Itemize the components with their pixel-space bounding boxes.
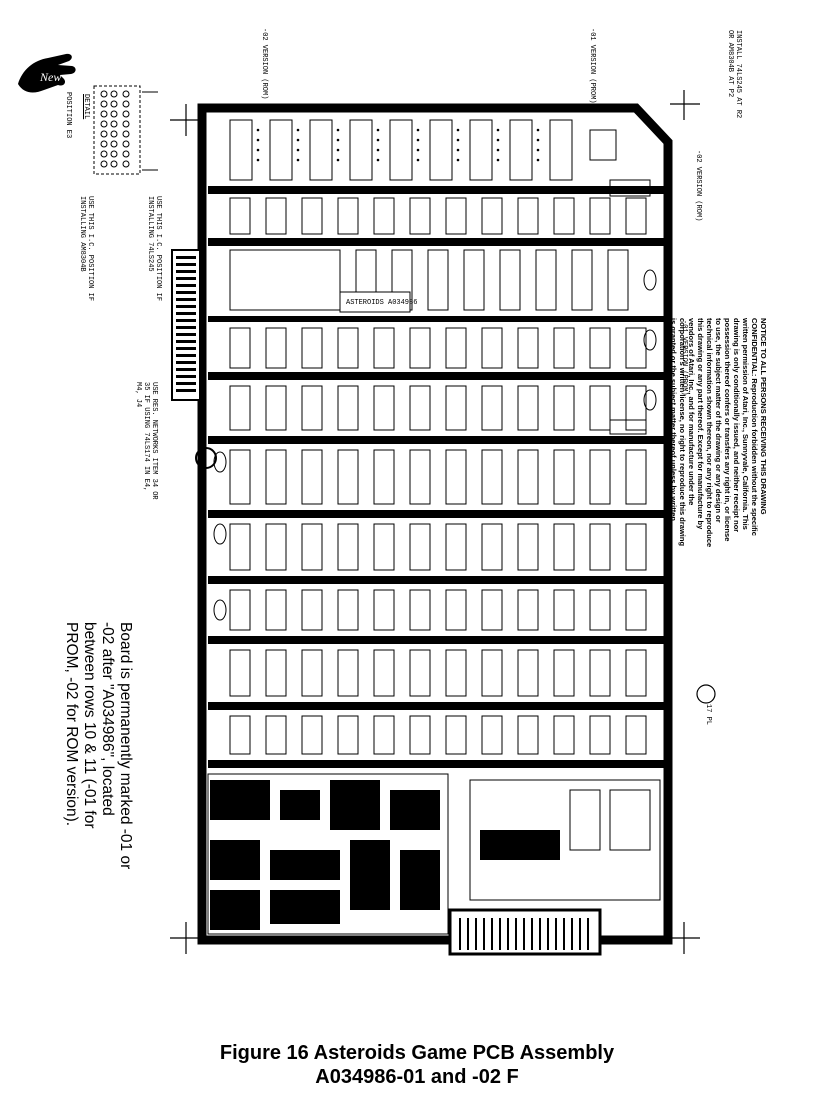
pcb-board-diagram: ASTEROIDS A034986 — [170, 90, 700, 956]
board-marking-note: Board is permanently marked -01 or -02 a… — [63, 622, 134, 870]
res-networks-label: USE RES. NETWORKS ITEM 34 OR 35 IF USING… — [134, 382, 158, 500]
use-this-245-label: USE THIS I.C. POSITION IF INSTALLING 74L… — [146, 196, 162, 302]
detail-title: DETAIL — [82, 94, 90, 120]
callout-circle-icon — [696, 684, 716, 704]
asteroids-id-text: ASTEROIDS A034986 — [346, 299, 417, 307]
detail-connector-diagram — [93, 85, 158, 175]
new-badge-label: New — [39, 70, 61, 84]
version-01-left-label: -02 VERSION (ROM) — [260, 28, 268, 100]
use-this-8304-label: USE THIS I.C. POSITION IF INSTALLING AM8… — [78, 196, 94, 302]
notice-title: NOTICE TO ALL PERSONS RECEIVING THIS DRA… — [759, 318, 768, 515]
new-badge-icon: New — [18, 53, 76, 93]
detail-position: POSITION E3 — [64, 92, 72, 139]
figure-caption-line1: Figure 16 Asteroids Game PCB Assembly — [219, 1042, 615, 1064]
install-note-label: INSTALL 74LS245 AT R2 OR AM8304B AT P2 — [726, 30, 742, 119]
figure-caption-line2: A034986-01 and -02 F — [315, 1066, 519, 1088]
